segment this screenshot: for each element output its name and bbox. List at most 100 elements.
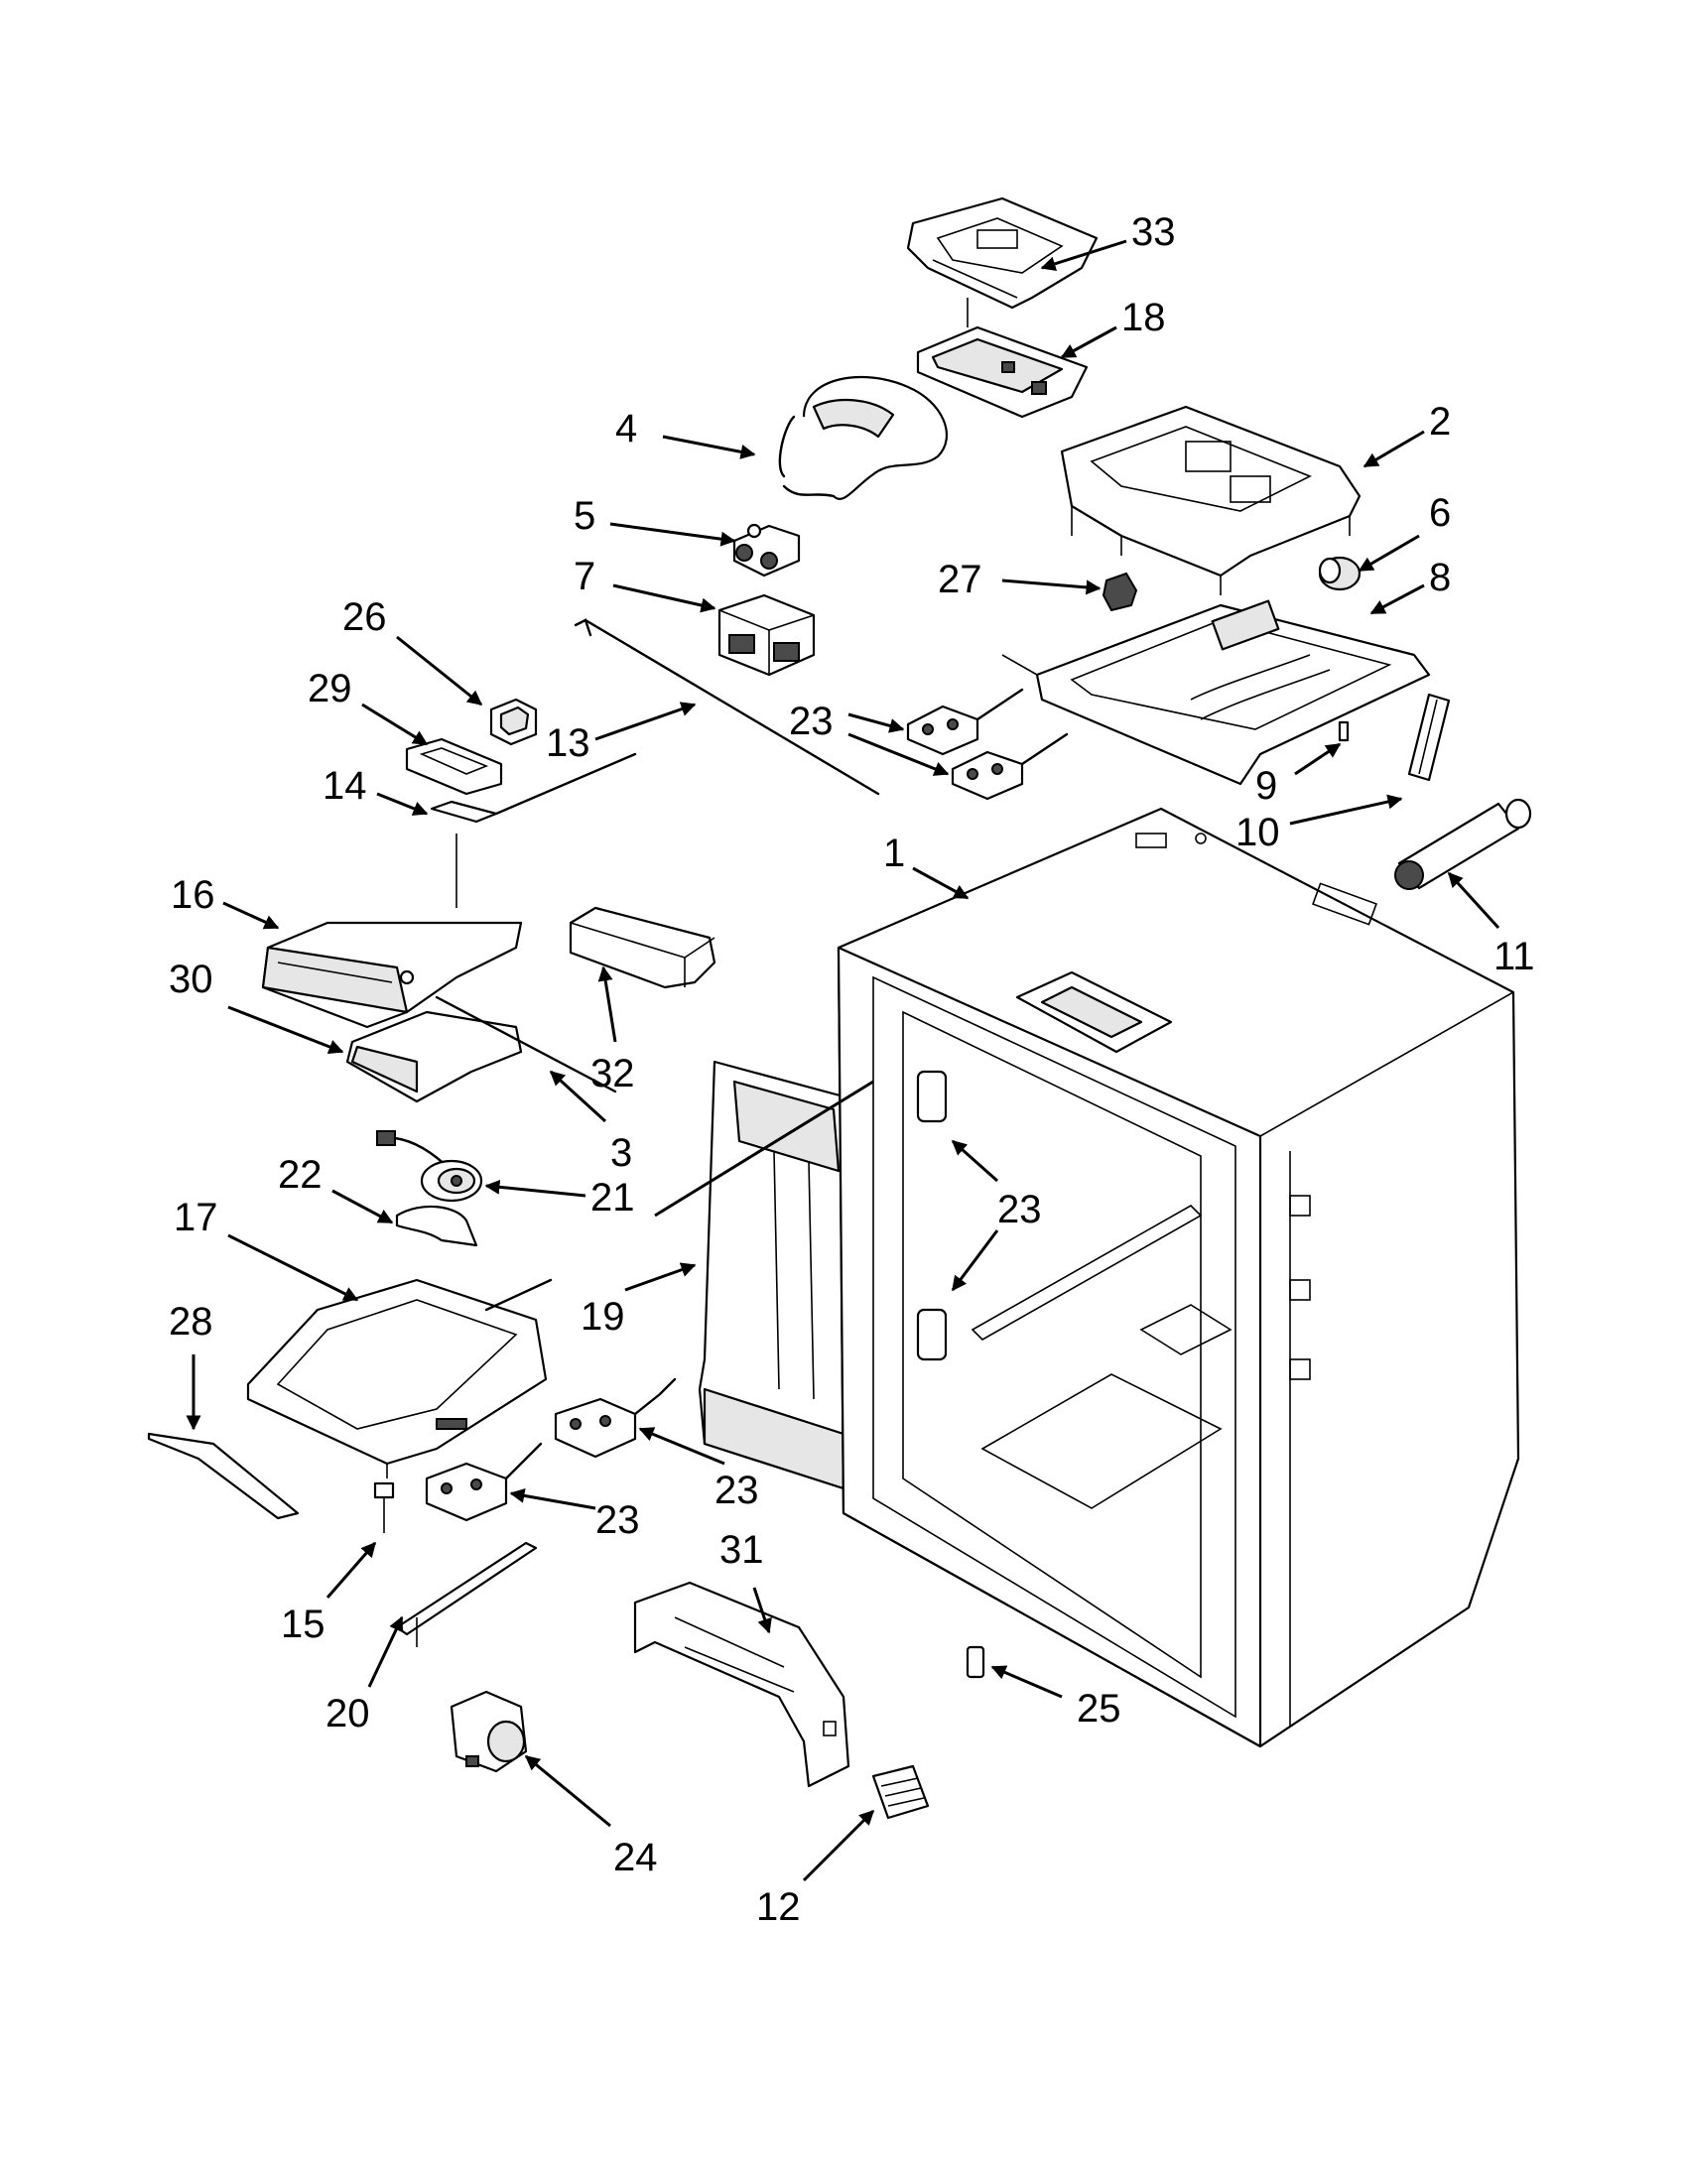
leader-27 [361, 703, 429, 746]
part-25-strip-illustration [147, 1432, 300, 1520]
callout-6: 6 [1429, 491, 1451, 535]
leader-23a2 [847, 732, 950, 776]
part-32-clip-illustration [966, 1645, 985, 1679]
callout-30: 32 [590, 1052, 635, 1095]
leader-3 [549, 1070, 607, 1123]
callout-28: 30 [169, 958, 213, 1001]
callout-21: 21 [590, 1176, 635, 1220]
leader-23c [638, 1427, 725, 1466]
leader-18 [1060, 325, 1117, 359]
leader-23b2 [951, 1229, 999, 1292]
part-28-tray-illustration [345, 995, 617, 1103]
leader-22 [331, 1189, 394, 1224]
part-10-strip-illustration [1407, 693, 1451, 782]
leader-2 [1363, 430, 1425, 468]
callout-10: 10 [1235, 811, 1280, 854]
leader-lines [186, 239, 1500, 1882]
part-23-light-top-illustration [906, 688, 1069, 801]
callout-27: 29 [308, 667, 352, 710]
leader-4 [662, 435, 756, 459]
part-2-bracket-illustration [1060, 405, 1362, 595]
callout-labels: 33 18 4 2 5 6 7 27 8 26 29 13 23 9 10 11… [169, 210, 1535, 1929]
callout-25: 28 [169, 1300, 213, 1344]
part-31-actuator-illustration [450, 1690, 528, 1773]
leader-26 [1001, 578, 1102, 595]
leader-10 [1289, 794, 1403, 826]
callout-9: 9 [1255, 764, 1277, 808]
callout-16: 16 [171, 873, 215, 917]
leader-24 [396, 635, 483, 707]
callout-23-low: 23 [714, 1469, 759, 1512]
callout-15: 15 [281, 1603, 325, 1646]
callout-12: 12 [756, 1885, 801, 1929]
leader-20 [367, 1615, 404, 1688]
part-22-clip-illustration [395, 1205, 478, 1247]
callout-5: 5 [574, 494, 595, 538]
callout-19: 19 [581, 1295, 625, 1339]
part-11-filter-illustration [1394, 798, 1532, 890]
part-20-bar-illustration [395, 1541, 538, 1647]
callout-2: 2 [1429, 400, 1451, 444]
leader-19 [624, 1262, 697, 1292]
callout-14: 14 [323, 764, 367, 808]
part-14-thermistor-illustration [430, 752, 637, 908]
leader-7 [612, 583, 716, 613]
callout-7: 7 [574, 555, 595, 598]
part-24-gasket-illustration [489, 698, 538, 746]
callout-24: 26 [342, 595, 387, 639]
part-8-panel-illustration [1001, 599, 1431, 786]
leader-21 [484, 1179, 586, 1198]
leader-33 [1040, 239, 1127, 272]
part-5-valve-illustration [732, 523, 801, 578]
leader-5 [609, 522, 736, 547]
callout-1: 1 [883, 832, 905, 875]
callout-22: 22 [278, 1153, 323, 1197]
callout-29: 31 [719, 1528, 764, 1572]
leader-28 [227, 1005, 344, 1055]
callout-32: 25 [1077, 1687, 1121, 1731]
callout-11: 11 [1493, 935, 1535, 978]
part-30-box-illustration [569, 906, 716, 989]
part-7-housing-illustration [717, 593, 816, 677]
leader-11 [1447, 871, 1500, 930]
callout-20: 20 [325, 1692, 370, 1735]
callout-4: 4 [615, 407, 637, 450]
part-6-knob-illustration [1318, 556, 1362, 591]
leader-13 [594, 702, 697, 741]
leader-23b1 [951, 1139, 998, 1183]
leader-15 [325, 1541, 377, 1599]
part-9-clip-illustration [1338, 720, 1350, 742]
part-15-screw-illustration [373, 1481, 395, 1533]
leader-16 [222, 901, 280, 930]
callout-31: 24 [613, 1836, 658, 1879]
part-4-heater-tube-illustration [778, 375, 948, 500]
part-21-fan-motor-illustration [376, 1130, 483, 1203]
leader-30 [597, 965, 617, 1043]
leader-1 [912, 866, 970, 900]
leader-6 [1358, 534, 1420, 573]
part-13-rod-illustration [574, 618, 880, 796]
leader-12 [802, 1809, 875, 1882]
callout-13: 13 [546, 721, 590, 765]
callout-23-mid: 23 [997, 1188, 1042, 1231]
leader-8 [1369, 583, 1425, 615]
callout-33: 33 [1131, 210, 1176, 254]
part-16-control-board-illustration [261, 921, 523, 1029]
leader-23d [509, 1487, 596, 1510]
leader-1-duct [654, 1080, 874, 1218]
part-33-cover-illustration [906, 196, 1099, 310]
part-12-grille-illustration [871, 1764, 930, 1820]
part-17-housing-illustration [246, 1278, 553, 1478]
callout-17: 17 [174, 1196, 218, 1239]
callout-8: 8 [1429, 556, 1451, 599]
callout-23-top: 23 [789, 700, 834, 743]
callout-23-bottom: 23 [595, 1498, 640, 1542]
part-19-duct-illustration [698, 1060, 865, 1490]
part-23-light-mid-illustration [425, 1377, 677, 1522]
callout-18: 18 [1121, 296, 1166, 339]
callout-26: 27 [938, 558, 982, 601]
part-1-liner-illustration [837, 807, 1520, 1748]
part-27-seal-illustration [405, 737, 503, 796]
